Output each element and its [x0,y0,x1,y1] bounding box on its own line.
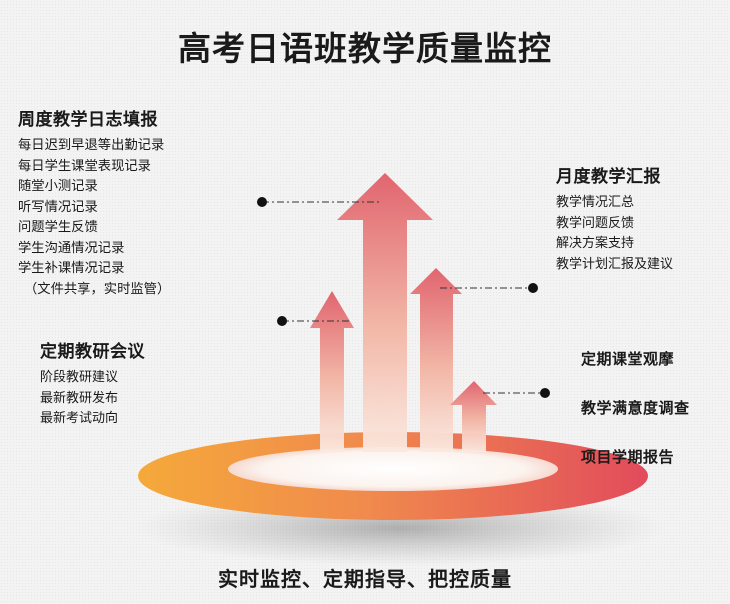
list-item: 教学问题反馈 [556,215,635,231]
arrow-small [450,381,497,452]
semester-report-label: 项目学期报告 [581,448,675,466]
arrow-tall [337,173,433,452]
arrow-mid [410,268,462,452]
footer-slogan: 实时监控、定期指导、把控质量 [218,567,512,591]
list-item: 问题学生反馈 [18,220,98,235]
research-meeting-block: 定期教研会议 阶段教研建议 最新教研发布 最新考试动向 [40,337,145,430]
research-meeting-heading: 定期教研会议 [40,342,145,362]
weekly-log-note: （文件共享，实时监管） [24,281,171,297]
weekly-log-list: 每日迟到早退等出勤记录 每日学生课堂表现记录 随堂小测记录 听写情况记录 问题学… [18,136,170,300]
list-item: 随堂小测记录 [18,179,98,194]
list-item: 学生补课情况记录 [18,261,125,276]
list-item: 每日迟到早退等出勤记录 [18,138,165,153]
list-item: 教学计划汇报及建议 [556,256,674,272]
research-meeting-list: 阶段教研建议 最新教研发布 最新考试动向 [40,368,145,430]
ring-inner [228,447,558,491]
list-item: 最新教研发布 [40,390,119,406]
list-item: 阶段教研建议 [40,370,119,385]
weekly-log-heading: 周度教学日志填报 [18,110,158,130]
classroom-observation-label: 定期课堂观摩 [581,350,675,368]
arrow-left [310,291,354,452]
list-item: 学生沟通情况记录 [18,240,125,256]
monthly-report-block: 月度教学汇报 教学情况汇总 教学问题反馈 解决方案支持 教学计划汇报及建议 [556,162,673,275]
list-item: 解决方案支持 [556,236,635,251]
list-item: 教学情况汇总 [556,195,635,210]
connector-dot [277,316,287,326]
list-item: 最新考试动向 [40,411,119,426]
page-title: 高考日语班教学质量监控 [178,29,552,68]
weekly-log-block: 周度教学日志填报 每日迟到早退等出勤记录 每日学生课堂表现记录 随堂小测记录 听… [18,105,170,300]
connector-dot [528,283,538,293]
connector-dot [257,197,267,207]
list-item: 听写情况记录 [18,199,98,215]
list-item: 每日学生课堂表现记录 [18,158,151,174]
monthly-report-list: 教学情况汇总 教学问题反馈 解决方案支持 教学计划汇报及建议 [556,193,673,275]
connector-dot [540,388,550,398]
satisfaction-survey-label: 教学满意度调查 [581,399,690,417]
monthly-report-heading: 月度教学汇报 [556,167,661,187]
